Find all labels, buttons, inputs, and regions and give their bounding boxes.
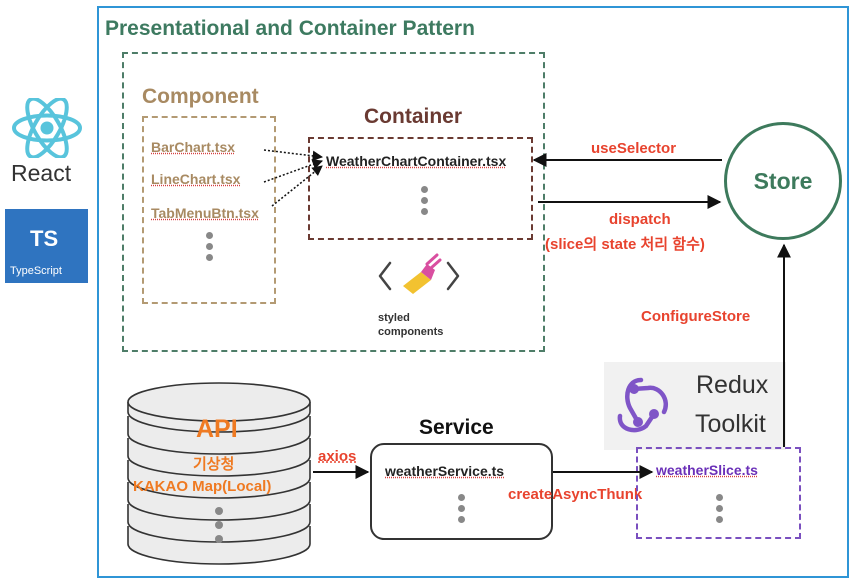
slice-box [636, 447, 801, 539]
styled-components-logo-icon [378, 253, 460, 294]
typescript-letters: TS [30, 226, 59, 251]
dispatch-note: (slice의 state 처리 함수) [545, 236, 705, 253]
redux-toolkit-line2: Toolkit [695, 410, 766, 438]
slice-file: weatherSlice.ts [656, 462, 758, 478]
dispatch-label: dispatch [609, 211, 671, 228]
component-file-tabmenubtn: TabMenuBtn.tsx [151, 205, 259, 221]
component-more-dots [206, 232, 213, 261]
create-async-thunk-label: createAsyncThunk [508, 486, 643, 503]
component-file-barchart: BarChart.tsx [151, 139, 236, 155]
component-box [142, 116, 276, 304]
react-label: React [11, 160, 72, 186]
component-title: Component [142, 85, 259, 108]
store-label: Store [753, 167, 813, 194]
container-file: WeatherChartContainer.tsx [326, 153, 507, 169]
service-title: Service [419, 416, 494, 439]
redux-logo-icon [617, 377, 668, 433]
container-title: Container [364, 105, 463, 128]
configure-store-label: ConfigureStore [641, 308, 751, 325]
component-file-linechart: LineChart.tsx [151, 171, 241, 187]
redux-toolkit-line1: Redux [696, 371, 769, 399]
container-more-dots [421, 186, 428, 215]
styled-components-line2: components [378, 326, 444, 338]
store-node: Store [724, 122, 842, 240]
service-more-dots [458, 494, 465, 523]
api-line2: KAKAO Map(Local) [133, 478, 272, 495]
axios-label: axios [318, 448, 357, 465]
styled-components-line1: styled [378, 312, 410, 324]
typescript-word: TypeScript [10, 265, 62, 277]
api-line1: 기상청 [193, 456, 235, 473]
slice-more-dots [716, 494, 723, 523]
use-selector-label: useSelector [591, 140, 677, 157]
api-database-icon [127, 382, 311, 565]
service-box [370, 443, 553, 540]
api-title: API [196, 415, 238, 443]
typescript-logo-icon [5, 209, 88, 283]
redux-toolkit-panel [604, 362, 786, 450]
service-file: weatherService.ts [385, 463, 505, 479]
outer-frame [97, 6, 849, 578]
styled-components-label: styled components [378, 311, 443, 339]
react-logo-icon [12, 98, 82, 158]
diagram-title: Presentational and Container Pattern [105, 17, 475, 40]
